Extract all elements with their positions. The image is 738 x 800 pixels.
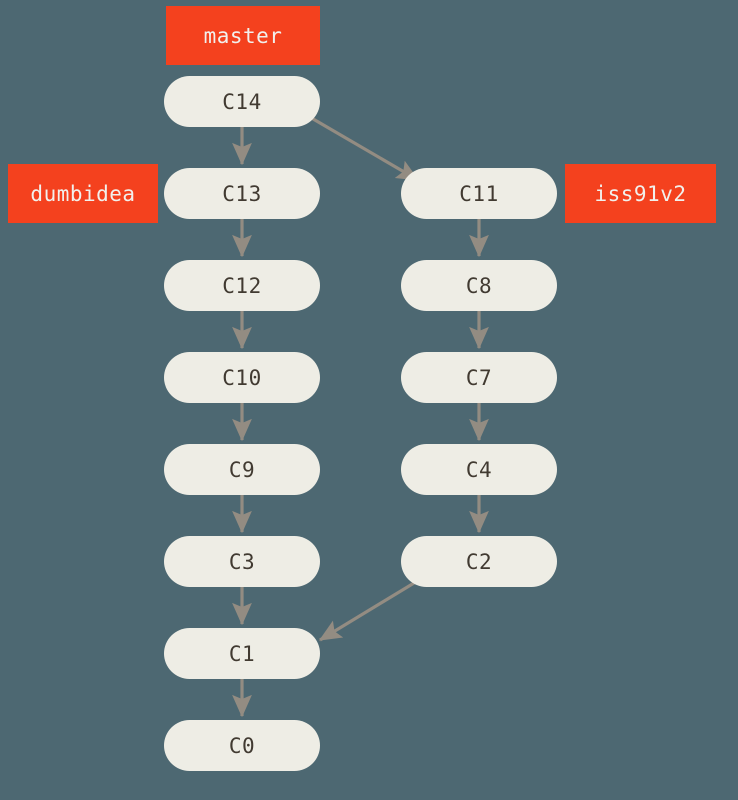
commit-node-c14[interactable]: C14: [164, 76, 320, 127]
commit-node-c2[interactable]: C2: [401, 536, 557, 587]
branch-label-dumbidea[interactable]: dumbidea: [8, 164, 158, 223]
commit-node-c13[interactable]: C13: [164, 168, 320, 219]
commit-label: C9: [228, 457, 256, 482]
commit-node-c8[interactable]: C8: [401, 260, 557, 311]
branch-label-master-text: master: [203, 23, 283, 48]
edge-c2-c1: [318, 578, 420, 642]
edge-c14-c11: [307, 114, 420, 182]
commit-label: C8: [465, 273, 493, 298]
commit-node-c7[interactable]: C7: [401, 352, 557, 403]
commit-label: C7: [465, 365, 493, 390]
commit-label: C0: [228, 733, 256, 758]
commit-label: C11: [459, 181, 499, 206]
commit-node-c0[interactable]: C0: [164, 720, 320, 771]
branch-label-iss91v2-text: iss91v2: [594, 181, 687, 206]
branch-label-iss91v2[interactable]: iss91v2: [565, 164, 716, 223]
commit-label: C2: [465, 549, 493, 574]
commit-label: C12: [222, 273, 262, 298]
branch-label-dumbidea-text: dumbidea: [30, 181, 136, 206]
commit-label: C14: [222, 89, 262, 114]
commit-node-c11[interactable]: C11: [401, 168, 557, 219]
commit-node-c4[interactable]: C4: [401, 444, 557, 495]
branch-label-master[interactable]: master: [166, 6, 320, 65]
commit-label: C10: [222, 365, 262, 390]
commit-node-c12[interactable]: C12: [164, 260, 320, 311]
commit-label: C3: [228, 549, 256, 574]
commit-node-c9[interactable]: C9: [164, 444, 320, 495]
commit-label: C4: [465, 457, 493, 482]
commit-node-c10[interactable]: C10: [164, 352, 320, 403]
commit-node-c3[interactable]: C3: [164, 536, 320, 587]
commit-label: C13: [222, 181, 262, 206]
commit-node-c1[interactable]: C1: [164, 628, 320, 679]
commit-label: C1: [228, 641, 256, 666]
